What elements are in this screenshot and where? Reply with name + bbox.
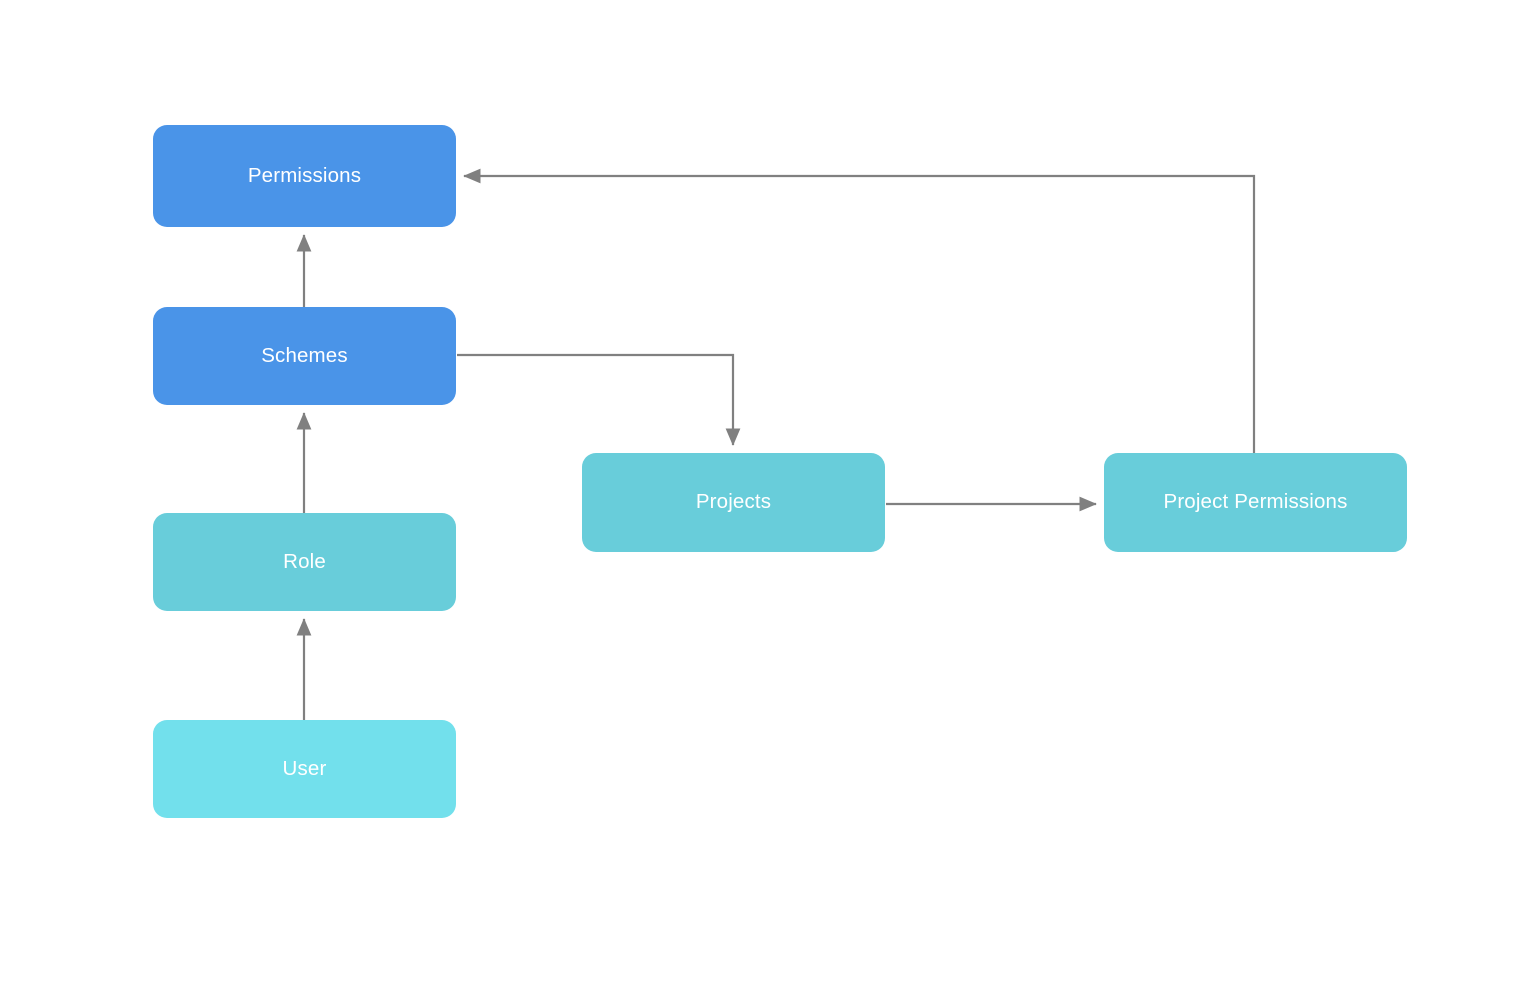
node-project-permissions[interactable]: Project Permissions	[1104, 453, 1407, 552]
node-schemes[interactable]: Schemes	[153, 307, 456, 405]
node-schemes-label: Schemes	[261, 343, 348, 367]
node-permissions[interactable]: Permissions	[153, 125, 456, 227]
node-projects-label: Projects	[695, 490, 772, 514]
node-user-label: User	[282, 756, 327, 780]
node-user[interactable]: User	[153, 720, 456, 818]
node-role[interactable]: Role	[153, 513, 456, 611]
node-project-permissions-label: Project Permissions	[1163, 490, 1348, 514]
node-role-label: Role	[283, 549, 326, 573]
node-projects[interactable]: Projects	[582, 453, 885, 552]
node-permissions-label: Permissions	[247, 163, 362, 187]
edge-schemes-to-projects	[457, 353, 741, 446]
edge-project-permissions-to-permissions	[463, 168, 1256, 453]
